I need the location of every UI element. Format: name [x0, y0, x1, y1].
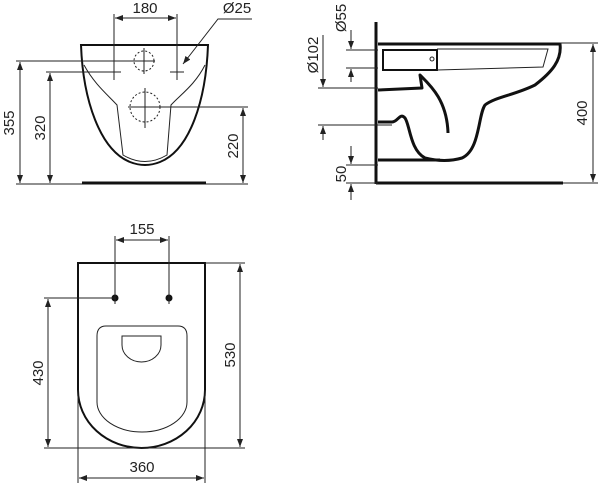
- side-bowl-outline: [378, 42, 562, 162]
- seat-cutout: [121, 335, 162, 363]
- dim-430: 430: [30, 360, 47, 385]
- dim-d55: Ø55: [333, 4, 350, 32]
- dim-d25: Ø25: [223, 0, 251, 17]
- front-bowl-outline: [79, 44, 210, 166]
- dim-530: 530: [222, 342, 239, 367]
- side-view: Ø55 Ø102 50 400: [305, 4, 598, 200]
- dim-360: 360: [129, 459, 154, 476]
- dim-320: 320: [32, 115, 49, 140]
- seat-outline: [96, 325, 188, 433]
- dim-220: 220: [225, 133, 242, 158]
- dim-400: 400: [574, 100, 591, 125]
- dim-d102: Ø102: [305, 37, 322, 74]
- dim-180: 180: [132, 0, 157, 17]
- front-view: 180 Ø25 355 320 220: [1, 0, 252, 185]
- plan-view: 155 430 530 360: [30, 221, 245, 483]
- front-inner-contour: [83, 64, 206, 162]
- dim-50: 50: [333, 166, 350, 183]
- dim-355: 355: [1, 110, 18, 135]
- dim-155: 155: [129, 221, 154, 238]
